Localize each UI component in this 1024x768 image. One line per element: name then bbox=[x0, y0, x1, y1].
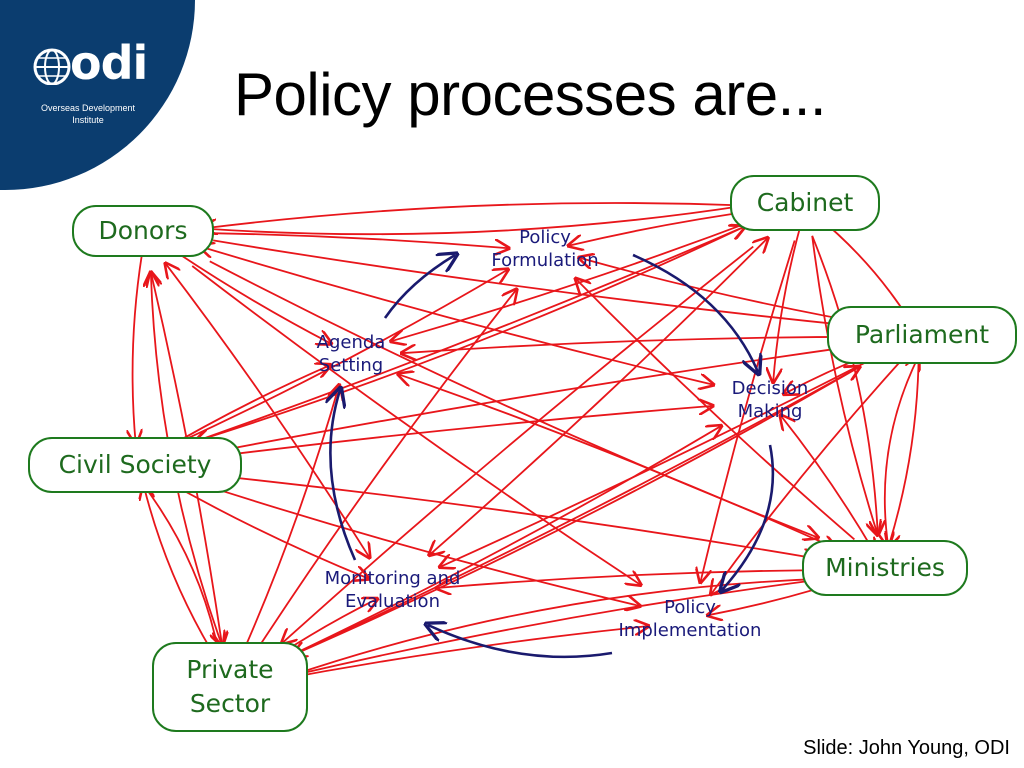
stage-decision-making: Decision Making bbox=[731, 378, 809, 422]
odi-logo-panel: odi Overseas Development Institute bbox=[0, 0, 195, 190]
stage-agenda-setting: Agenda Setting bbox=[316, 332, 386, 376]
globe-icon bbox=[33, 48, 71, 85]
logo-wordmark: odi bbox=[70, 36, 148, 90]
influence-arrow bbox=[179, 231, 509, 249]
influence-arrow bbox=[780, 415, 874, 553]
influence-arrow bbox=[288, 579, 826, 678]
cycle-arrow bbox=[330, 390, 357, 561]
influence-arrow bbox=[195, 227, 744, 442]
stage-policy-formulation: Policy Formulation bbox=[491, 227, 599, 271]
cycle-arrow bbox=[632, 253, 758, 372]
policy-cycle-arrows bbox=[330, 253, 775, 659]
slide-title: Policy processes are... bbox=[234, 61, 827, 128]
influence-arrow bbox=[291, 367, 859, 657]
influence-arrow bbox=[203, 203, 746, 228]
influence-arrow bbox=[271, 626, 648, 681]
cycle-arrow bbox=[722, 444, 775, 590]
logo-subtitle: Overseas Development Institute bbox=[40, 103, 136, 125]
actor-cabinet: Cabinet bbox=[730, 175, 880, 231]
influence-arrow bbox=[199, 246, 713, 385]
actor-ministries: Ministries bbox=[802, 540, 968, 596]
actor-private-sector: Private Sector bbox=[152, 642, 308, 732]
actor-civil-society: Civil Society bbox=[28, 437, 242, 493]
influence-arrows bbox=[133, 203, 919, 681]
influence-arrow bbox=[811, 235, 878, 535]
cycle-arrow bbox=[428, 625, 613, 659]
cycle-arrow bbox=[383, 255, 455, 319]
slide-credit: Slide: John Young, ODI bbox=[803, 737, 1010, 759]
stage-policy-implementation: Policy Implementation bbox=[618, 597, 762, 641]
influence-arrow bbox=[239, 385, 339, 658]
influence-arrow bbox=[885, 356, 919, 547]
influence-arrow bbox=[773, 220, 803, 383]
influence-arrow bbox=[888, 355, 920, 547]
actor-parliament: Parliament bbox=[827, 306, 1017, 364]
actor-donors: Donors bbox=[72, 205, 214, 257]
influence-arrow bbox=[133, 251, 143, 444]
stage-monitoring-evaluation: Monitoring and Evaluation bbox=[324, 568, 461, 612]
influence-arrow bbox=[436, 569, 841, 588]
